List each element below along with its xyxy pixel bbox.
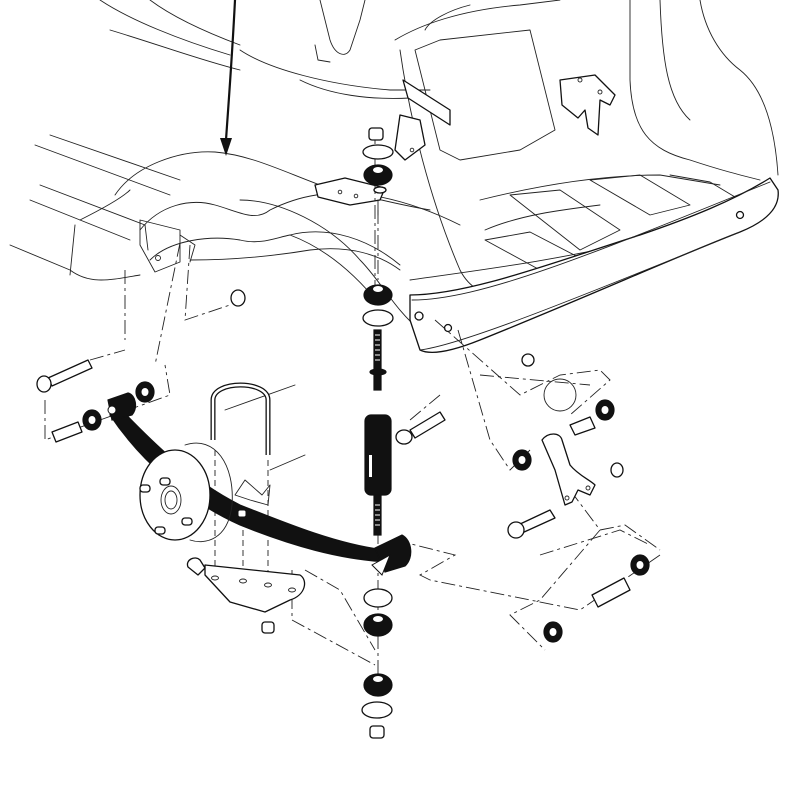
bumper-bolt-mid — [443, 323, 453, 333]
body-frame — [9, 0, 779, 331]
shock-body — [364, 414, 392, 496]
shock-absorber — [364, 329, 392, 536]
front-hanger-bolt — [36, 359, 93, 393]
shackle-assembly — [507, 353, 650, 643]
shackle-bolt — [507, 509, 556, 539]
washer — [362, 144, 394, 160]
sleeve — [51, 421, 83, 443]
spring-seat — [234, 479, 271, 506]
wheel-stud — [154, 526, 166, 535]
bumper-bolt-right — [735, 210, 745, 220]
washer — [361, 701, 393, 719]
nut — [610, 462, 624, 478]
wheel-stud — [139, 484, 151, 493]
nut — [521, 353, 535, 367]
sleeve — [569, 416, 596, 436]
axle-hub — [139, 442, 271, 543]
bushing — [363, 673, 393, 697]
shackle — [541, 433, 596, 506]
bumper-bolt-left — [414, 311, 424, 321]
assembly-lines — [44, 130, 661, 680]
nut — [369, 725, 385, 739]
wheel-stud — [181, 517, 193, 526]
spring-plate — [186, 557, 306, 613]
center-bolt — [237, 509, 247, 518]
bushing — [363, 284, 393, 306]
shock-lower-hardware — [361, 588, 393, 739]
bushing — [363, 164, 393, 186]
rear-bumper — [409, 177, 779, 353]
pointer-arrow — [220, 0, 237, 156]
nut — [368, 127, 384, 141]
washer — [373, 186, 387, 194]
bushing — [363, 613, 393, 637]
nut — [230, 289, 246, 307]
washer — [363, 588, 393, 608]
sleeve — [591, 577, 631, 608]
shock-bolt — [395, 411, 446, 445]
locator-circle — [543, 378, 577, 412]
front-hanger-hardware — [36, 289, 246, 443]
wheel-stud — [159, 477, 171, 486]
u-bolt — [210, 382, 271, 455]
washer — [362, 309, 394, 327]
shock-upper-hardware — [362, 127, 394, 327]
spring-plate-nut — [261, 621, 275, 634]
